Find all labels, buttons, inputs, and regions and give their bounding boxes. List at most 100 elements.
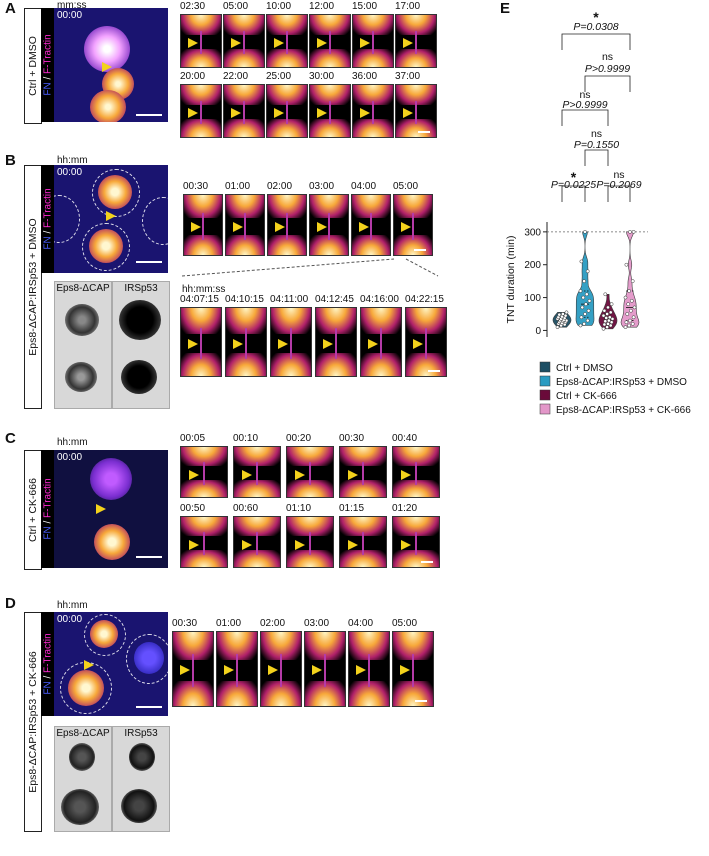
timelapse-frame-time: 15:00: [352, 1, 378, 12]
legend-swatch: [539, 375, 551, 387]
timelapse-frame-time: 04:00: [348, 618, 374, 629]
legend-label: Ctrl + CK-666: [556, 391, 617, 402]
p-value-label: P=0.1550: [574, 139, 619, 151]
tnt-strand: [243, 100, 245, 124]
data-point: [557, 312, 562, 317]
data-point: [610, 317, 615, 321]
arrowhead: [360, 38, 371, 49]
significance-bracket: [561, 185, 586, 202]
tnt-strand: [290, 328, 292, 359]
arrowhead: [295, 539, 306, 550]
timelapse-frame-time: 20:00: [180, 71, 206, 82]
legend-label: Eps8-ΔCAP:IRSp53 + CK-666: [556, 405, 691, 416]
cell-edge-top: [310, 15, 350, 35]
cell-edge-bottom: [224, 119, 264, 137]
data-point: [605, 325, 609, 329]
cell-edge-top: [267, 85, 307, 105]
arrowhead: [356, 665, 367, 676]
panel-d-cell-right: [134, 642, 164, 674]
data-point: [582, 279, 586, 283]
data-point: [628, 230, 632, 234]
arrowhead: [360, 108, 371, 119]
cell-edge-bottom: [310, 49, 350, 67]
data-point: [583, 230, 587, 234]
panel-d-irsp53-cell: [121, 789, 157, 823]
arrowhead: [312, 665, 323, 676]
arrowhead: [317, 38, 328, 49]
timelapse-frame-time: 04:22:15: [405, 294, 444, 305]
data-point: [629, 299, 634, 303]
timelapse-frame-time: 03:00: [304, 618, 330, 629]
data-point: [585, 269, 590, 274]
panel-b-channel-label: FN / F-Tractin: [42, 188, 53, 250]
data-point: [632, 305, 637, 310]
panel-b-time-format: hh:mm: [57, 155, 88, 166]
data-point: [580, 305, 585, 310]
cell-edge-top: [393, 517, 439, 536]
timelapse-frame: [225, 194, 265, 256]
timelapse-frame: [266, 84, 308, 138]
panel-a-main-timestamp: 00:00: [57, 10, 83, 21]
panel-c-channel-strip: FN / F-Tractin: [41, 450, 54, 568]
data-point: [564, 310, 569, 315]
legend-label: Eps8-ΔCAP:IRSp53 + DMSO: [556, 377, 687, 388]
panel-d-eps8-label: Eps8-ΔCAP: [56, 728, 110, 739]
timelapse-frame: [286, 446, 334, 498]
legend-swatch: [539, 361, 551, 373]
significance-bracket: [561, 109, 609, 126]
data-point: [601, 313, 606, 318]
tnt-strand: [415, 100, 417, 124]
panel-b-condition-text: Eps8-ΔCAP:IRSp53 + DMSO: [27, 218, 39, 356]
timelapse-frame-time: 00:30: [339, 433, 365, 444]
arrowhead: [368, 338, 379, 349]
data-point: [578, 323, 583, 328]
significance-marker: ns: [579, 89, 590, 101]
panel-b-irsp53-cell: [121, 360, 157, 394]
tnt-strand: [324, 654, 326, 688]
panel-d-arrowhead: [84, 660, 94, 670]
cell-edge-top: [352, 195, 390, 218]
timelapse-frame: [180, 446, 228, 498]
timelapse-frame: [172, 631, 214, 707]
cell-edge-bottom: [181, 49, 221, 67]
data-point: [603, 292, 608, 297]
arrowhead: [268, 665, 279, 676]
arrowhead: [190, 222, 201, 232]
panel-c-arrowhead: [96, 504, 106, 514]
timelapse-frame: [405, 307, 447, 377]
timelapse-frame: [395, 84, 437, 138]
cell-edge-top: [226, 195, 264, 218]
timelapse-frame: [304, 631, 346, 707]
panel-d-time-format: hh:mm: [57, 600, 88, 611]
timelapse-frame-time: 04:12:45: [315, 294, 354, 305]
panel-b-arrowhead: [106, 211, 116, 221]
cell-edge-bottom: [226, 234, 264, 255]
panel-b-letter: B: [5, 152, 16, 169]
tnt-strand: [425, 328, 427, 359]
timelapse-frame-time: 01:10: [286, 503, 312, 514]
data-point: [608, 323, 613, 328]
panel-c-condition-text: Ctrl + CK-666: [27, 478, 39, 542]
cell-edge-top: [310, 195, 348, 218]
timelapse-frame: [315, 307, 357, 377]
p-value-label: P=0.0225: [551, 179, 596, 191]
p-value-label: P=0.0308: [573, 21, 618, 33]
timelapse-frame: [348, 631, 390, 707]
tnt-strand: [286, 213, 288, 240]
cell-edge-bottom: [226, 352, 266, 376]
data-point: [627, 289, 631, 293]
arrowhead: [274, 38, 285, 49]
panel-c-scalebar: [136, 556, 162, 558]
cell-edge-bottom: [316, 352, 356, 376]
data-point: [584, 292, 589, 297]
panel-b-irsp53-cell: [119, 300, 161, 340]
panel-d-letter: D: [5, 595, 16, 612]
scalebar: [418, 131, 430, 133]
timelapse-frame-time: 36:00: [352, 71, 378, 82]
tnt-strand: [415, 462, 417, 485]
arrowhead: [232, 222, 243, 232]
timelapse-frame-time: 04:07:15: [180, 294, 219, 305]
panel-c-main-image: 00:00: [54, 450, 168, 568]
arrowhead: [317, 108, 328, 119]
timelapse-frame: [225, 307, 267, 377]
